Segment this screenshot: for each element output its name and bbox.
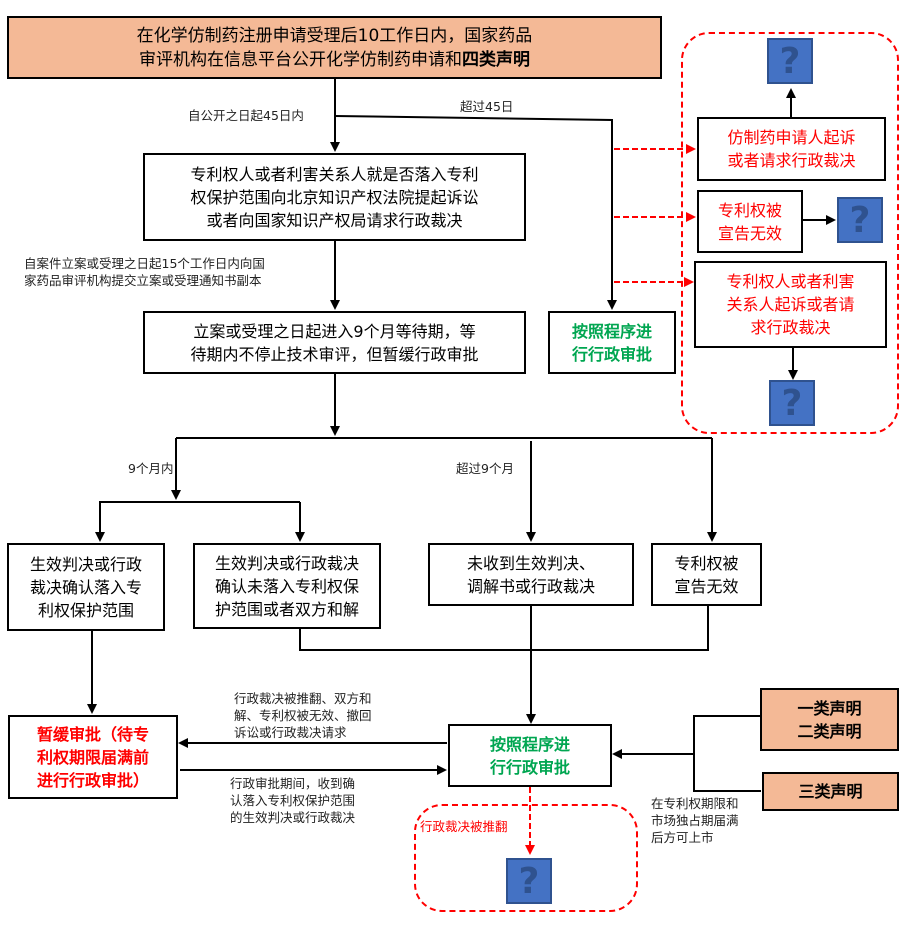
patentee-sue-line: 关系人起诉或者请 (726, 295, 855, 314)
suspend-line: 进行行政审批） (36, 770, 149, 790)
label-submit-copy: 自案件立案或受理之日起15个工作日内向国 家药品审评机构提交立案或受理通知书副本 (24, 256, 265, 288)
invalid-red-line: 专利权被 (717, 200, 782, 220)
proceed-approval-top-box: 按照程序进 行行政审批 (548, 311, 676, 374)
no-judgment-line: 未收到生效判决、 (466, 553, 595, 573)
patent-invalid-red-box: 专利权被 宣告无效 (697, 190, 803, 253)
patent-invalid-box: 专利权被 宣告无效 (651, 543, 762, 606)
lawsuit-line: 权保护范围向北京知识产权法院提起诉讼 (190, 187, 479, 207)
label-back-arrow: 行政裁决被推翻、双方和 解、专利权被无效、撤回 诉讼或行政裁决请求 (234, 691, 372, 740)
label-within9: 9个月内 (128, 461, 174, 476)
waiting-period-box: 立案或受理之日起进入9个月等待期，等 待期内不停止技术审评，但暂缓行政审批 (143, 311, 526, 374)
unknown-outcome-icon: ? (767, 38, 813, 84)
unknown-outcome-icon: ? (506, 858, 552, 904)
top-line2-bold: 四类声明 (462, 49, 530, 70)
lawsuit-box: 专利权人或者利害关系人就是否落入专利 权保护范围向北京知识产权法院提起诉讼 或者… (143, 153, 526, 241)
lawsuit-line: 专利权人或者利害关系人就是否落入专利 (190, 164, 479, 184)
unknown-outcome-icon: ? (769, 380, 815, 426)
decl-line: 三类声明 (798, 782, 863, 801)
arrow-over45 (334, 115, 617, 310)
label-over45: 超过45日 (460, 99, 514, 114)
confirm-in-line: 利权保护范围 (37, 600, 134, 620)
patentee-sue-line: 专利权人或者利害 (726, 272, 855, 291)
label-forward-arrow: 行政审批期间，收到确 认落入专利权保护范围 的生效判决或行政裁决 (230, 776, 356, 825)
label-overturned: 行政裁决被推翻 (420, 819, 508, 834)
top-line2-text: 审评机构在信息平台公开化学仿制药申请和 (139, 49, 462, 70)
declaration-3-box: 三类声明 (762, 772, 899, 811)
patent-invalid-line: 宣告无效 (674, 576, 739, 596)
patent-invalid-line: 专利权被 (674, 553, 739, 573)
right-dashed-group (681, 32, 899, 434)
confirm-in-line: 裁决确认落入专 (29, 577, 142, 597)
top-line1: 在化学仿制药注册申请受理后10工作日内，国家药品 (136, 25, 533, 46)
confirm-out-line: 护范围或者双方和解 (214, 599, 359, 619)
public-disclosure-box: 在化学仿制药注册申请受理后10工作日内，国家药品 审评机构在信息平台公开化学仿制… (7, 16, 662, 79)
invalid-red-line: 宣告无效 (717, 223, 782, 243)
proceed-approval-bottom-box: 按照程序进 行行政审批 (448, 724, 612, 787)
proceed-bottom-line: 行行政审批 (489, 757, 570, 777)
suspend-line: 利权期限届满前 (36, 747, 149, 767)
generic-sue-line: 或者请求行政裁决 (727, 151, 856, 170)
no-judgment-line: 调解书或行政裁决 (466, 576, 595, 596)
confirm-out-line: 生效判决或行政裁决 (214, 553, 359, 573)
proceed-line: 行行政审批 (571, 344, 652, 364)
suspend-line: 暂缓审批（待专 (36, 724, 149, 744)
generic-sue-line: 仿制药申请人起诉 (727, 128, 856, 147)
lawsuit-line: 或者向国家知识产权局请求行政裁决 (206, 210, 463, 230)
patentee-sue-box: 专利权人或者利害 关系人起诉或者请 求行政裁决 (694, 261, 887, 348)
decl-line: 二类声明 (797, 721, 862, 741)
unknown-outcome-icon: ? (837, 197, 883, 243)
patentee-sue-line: 求行政裁决 (750, 318, 831, 337)
waiting-line: 待期内不停止技术审评，但暂缓行政审批 (190, 344, 479, 364)
suspend-approval-box: 暂缓审批（待专 利权期限届满前 进行行政审批） (8, 715, 178, 799)
label-market-note: 在专利权期限和 市场独占期届满 后方可上市 (651, 796, 739, 845)
confirm-out-line: 确认未落入专利权保 (214, 576, 359, 596)
proceed-line: 按照程序进 (571, 321, 652, 341)
generic-applicant-sue-box: 仿制药申请人起诉 或者请求行政裁决 (697, 117, 886, 181)
no-judgment-box: 未收到生效判决、 调解书或行政裁决 (428, 543, 634, 606)
label-within45: 自公开之日起45日内 (188, 108, 304, 123)
confirm-in-line: 生效判决或行政 (29, 554, 142, 574)
label-over9: 超过9个月 (456, 461, 514, 476)
confirm-infringe-box: 生效判决或行政 裁决确认落入专 利权保护范围 (7, 543, 165, 631)
bottom-dashed-group (414, 804, 638, 912)
top-line2: 审评机构在信息平台公开化学仿制药申请和四类声明 (139, 48, 530, 72)
confirm-not-infringe-box: 生效判决或行政裁决 确认未落入专利权保 护范围或者双方和解 (193, 543, 381, 629)
declaration-1-2-box: 一类声明 二类声明 (760, 688, 899, 751)
proceed-bottom-line: 按照程序进 (489, 734, 570, 754)
decl-line: 一类声明 (797, 698, 862, 718)
waiting-line: 立案或受理之日起进入9个月等待期，等 (193, 321, 476, 341)
